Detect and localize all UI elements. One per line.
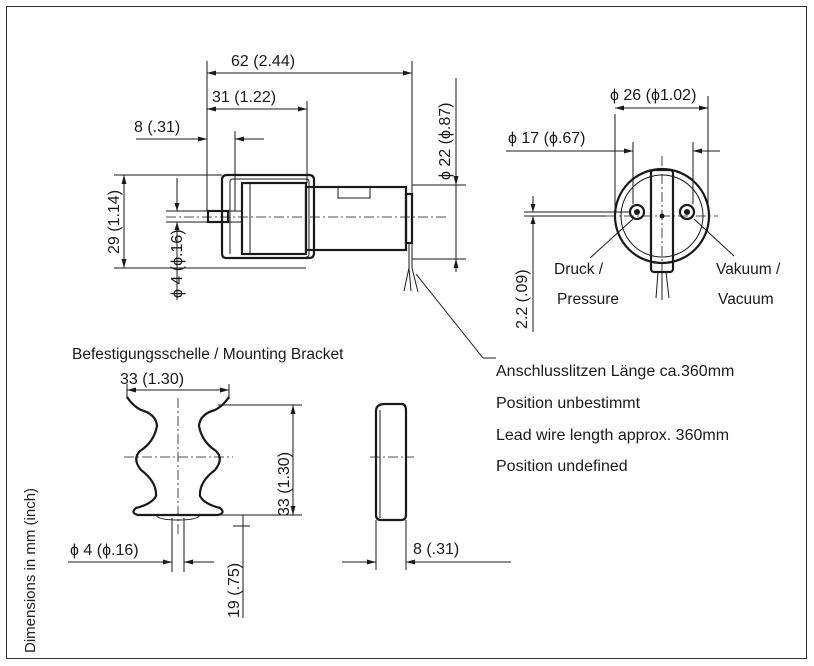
frame-border	[6, 6, 807, 659]
note-line-3: Lead wire length approx. 360mm	[496, 427, 729, 444]
front-wires	[655, 271, 670, 300]
dim-2-2: 2.2 (.09)	[514, 269, 531, 329]
dim-phi4: ϕ 4 (ϕ.16)	[169, 229, 186, 298]
lead-wires	[403, 243, 419, 293]
dim-phi26: ϕ 26 (ϕ1.02)	[610, 87, 696, 104]
dim-62: 62 (2.44)	[231, 53, 295, 70]
vacuum-port	[678, 203, 696, 221]
label-druck: Druck /	[554, 261, 604, 278]
dim-31: 31 (1.22)	[212, 89, 276, 106]
label-pressure: Pressure	[557, 291, 619, 308]
end-cap	[404, 192, 414, 245]
bracket-title: Befestigungsschelle / Mounting Bracket	[72, 346, 344, 363]
units-label: Dimensions in mm (inch)	[22, 488, 39, 653]
bracket-side	[374, 402, 408, 522]
pump-head	[304, 185, 408, 252]
pressure-leader	[589, 218, 634, 259]
shaft	[206, 209, 230, 224]
side-bracket	[220, 173, 316, 260]
dim-bracket-33-height: 33 (1.30)	[276, 452, 293, 516]
dim-phi22: ϕ 22 (ϕ.87)	[437, 102, 454, 180]
dim-bracket-phi4: ϕ 4 (ϕ.16)	[70, 542, 139, 559]
dim-bracket-33-width: 33 (1.30)	[120, 371, 184, 388]
label-vacuum: Vacuum	[718, 291, 774, 308]
wire-leader	[415, 273, 484, 359]
side-bracket-inner	[229, 178, 310, 258]
dim-bracket-19: 19 (.75)	[226, 563, 243, 618]
dim-bracket-8: 8 (.31)	[413, 541, 459, 558]
motor-body	[240, 181, 308, 256]
pump-cutout	[337, 187, 371, 199]
wire-note: Anschlusslitzen Länge ca.360mm Position …	[496, 363, 734, 475]
label-vakuum: Vakuum /	[716, 261, 781, 278]
front-view: ϕ 26 (ϕ1.02) ϕ 17 (ϕ.67) 2.2 (.09) Druck…	[506, 87, 781, 332]
dim-phi17: ϕ 17 (ϕ.67)	[508, 130, 586, 147]
mounting-bracket: Befestigungsschelle / Mounting Bracket 3…	[68, 346, 511, 618]
note-line-4: Position undefined	[496, 458, 628, 475]
note-line-2: Position unbestimmt	[496, 395, 641, 412]
dim-8: 8 (.31)	[134, 119, 180, 136]
technical-drawing: 62 (2.44) 31 (1.22) 8 (.31) 29 (1.14) ϕ …	[6, 6, 807, 659]
dim-29: 29 (1.14)	[106, 190, 123, 254]
vacuum-leader	[693, 218, 735, 257]
drawing-frame: 62 (2.44) 31 (1.22) 8 (.31) 29 (1.14) ϕ …	[6, 6, 807, 659]
side-view: 62 (2.44) 31 (1.22) 8 (.31) 29 (1.14) ϕ …	[106, 53, 496, 359]
note-line-1: Anschlusslitzen Länge ca.360mm	[496, 363, 734, 380]
